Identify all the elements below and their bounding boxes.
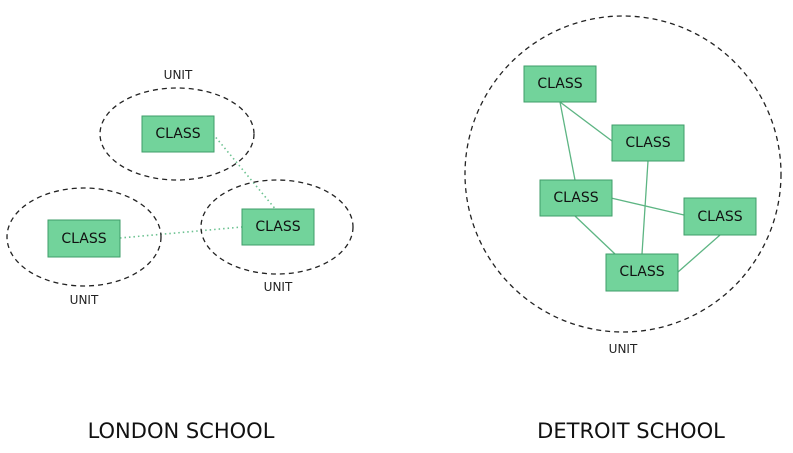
detroit-school-diagram: CLASS CLASS CLASS CLASS CLASS UNIT DETRO… xyxy=(464,15,782,443)
london-class-right-label: CLASS xyxy=(255,219,300,235)
london-unit-top xyxy=(99,87,255,181)
london-school-title: LONDON SCHOOL xyxy=(88,419,275,443)
london-class-top xyxy=(141,115,215,153)
detroit-class-5 xyxy=(605,253,679,292)
london-class-left-label: CLASS xyxy=(61,231,106,247)
london-unit-top-label: UNIT xyxy=(164,68,193,82)
detroit-link-3-4 xyxy=(610,197,685,216)
london-school-diagram: CLASS CLASS CLASS UNIT UNIT UNIT LONDON … xyxy=(6,68,354,443)
london-link-left-right xyxy=(119,226,243,239)
london-link-top-right xyxy=(212,133,278,212)
london-unit-left xyxy=(6,187,162,287)
detroit-school-title: DETROIT SCHOOL xyxy=(537,419,725,443)
detroit-class-2-label: CLASS xyxy=(625,135,670,151)
detroit-link-3-5 xyxy=(574,215,616,255)
detroit-class-3 xyxy=(539,179,613,217)
detroit-class-2 xyxy=(611,124,685,162)
detroit-link-1-2 xyxy=(559,101,613,142)
detroit-link-4-5 xyxy=(677,234,721,273)
detroit-class-4 xyxy=(683,197,757,236)
detroit-class-1 xyxy=(523,65,597,103)
detroit-unit xyxy=(464,15,782,333)
detroit-class-3-label: CLASS xyxy=(553,190,598,206)
london-unit-left-label: UNIT xyxy=(70,293,99,307)
detroit-link-1-3 xyxy=(559,101,576,181)
detroit-class-1-label: CLASS xyxy=(537,76,582,92)
detroit-class-4-label: CLASS xyxy=(697,209,742,225)
detroit-unit-label: UNIT xyxy=(609,342,638,356)
london-class-left xyxy=(47,219,121,258)
london-class-right xyxy=(241,208,315,246)
london-unit-right xyxy=(200,179,354,275)
detroit-class-5-label: CLASS xyxy=(619,264,664,280)
detroit-link-2-5 xyxy=(641,160,649,255)
london-class-top-label: CLASS xyxy=(155,126,200,142)
london-unit-right-label: UNIT xyxy=(264,280,293,294)
